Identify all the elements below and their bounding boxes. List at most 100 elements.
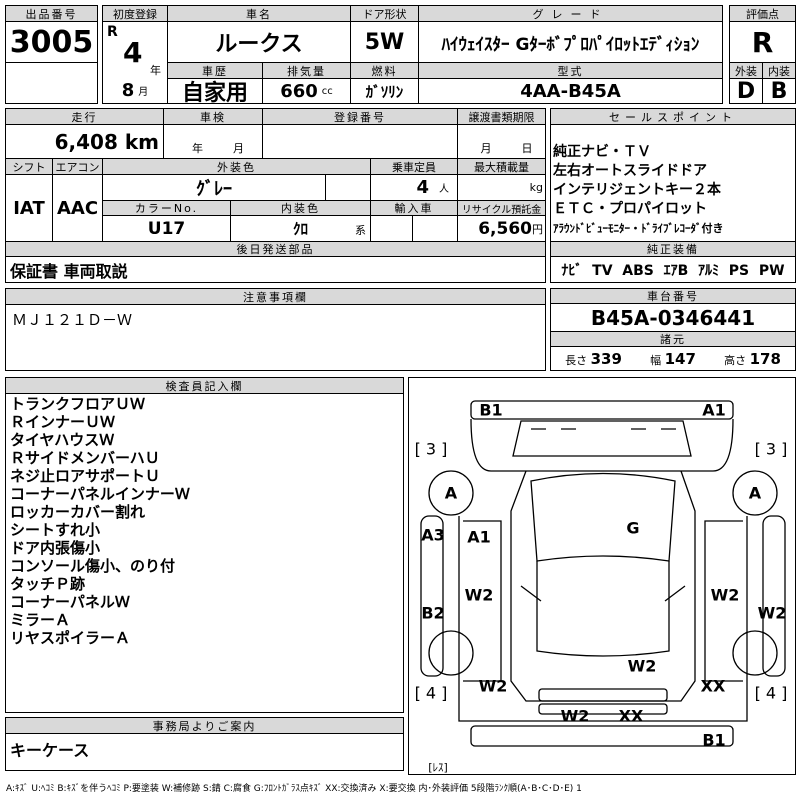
inspector-item: コーナーパネルＷ [10,593,130,611]
max-load-unit: kg [457,174,546,201]
damage-mark: G [626,518,640,538]
inspector-item: ＲインナーＵＷ [10,413,116,431]
displacement: 660 [280,80,318,102]
later-parts-label: 後日発送部品 [5,241,546,257]
inspector-item: シートすれ小 [10,521,101,539]
length-label: 長さ [565,353,588,367]
inspector-item: ドア内張傷小 [10,539,101,557]
sales-point: ＥＴＣ・プロパイロット [553,201,707,217]
cc-unit: cc [321,85,333,97]
height-label: 高さ [724,353,747,367]
specs-label: 諸元 [550,331,796,347]
int-color-label: 内装色 [230,200,371,216]
history-label: 車歴 [167,62,263,79]
int-color: ｸﾛ [292,220,308,238]
damage-mark: W2 [464,585,494,605]
inspector-item: リヤスポイラーＡ [10,629,131,647]
car-name: ルークス [167,21,351,63]
sales-point: 左右オートスライドドア [553,163,707,179]
ext-color: ｸﾞﾚｰ [102,174,326,201]
inspector-notes: トランクフロアＵＷ ＲインナーＵＷ タイヤハウスＷ ＲサイドメンバーハＵ ネジ止… [5,393,404,713]
ext-color-extra [325,174,371,201]
inspector-item: タイヤハウスＷ [10,431,115,449]
damage-mark: W2 [710,585,740,605]
recycle-unit: 円 [532,222,543,236]
capacity-unit: 人 [439,184,449,195]
first-reg-year-cell: R 4 年 [102,21,168,79]
inspector-item: ネジ止ロアサポートＵ [10,467,161,485]
mileage-label: 走行 [5,108,164,125]
tire-tread-mark: [ 3 ] [754,439,788,459]
color-no: U17 [102,215,231,242]
month-unit: 月 [138,87,149,98]
damage-mark: A1 [702,400,726,420]
int-color-unit: 系 [355,224,366,237]
notes-label: 注意事項欄 [5,288,546,305]
width: 147 [664,349,696,368]
damage-mark: A [748,483,762,503]
later-parts: 保証書 車両取説 [5,256,546,283]
capacity: 4 [416,177,429,198]
inspector-item: タッチＰ跡 [10,575,86,593]
office-note: キーケース [5,733,404,771]
inspector-item: トランクフロアＵＷ [10,395,146,413]
damage-mark: A1 [467,527,491,547]
inspection-cell: 年月 [163,124,263,159]
inspector-item: ロッカーカバー割れ [10,503,146,521]
inspector-item: ＲサイドメンバーハＵ [10,449,160,467]
fuel: ｶﾞｿﾘﾝ [350,78,419,104]
rating: R [729,21,796,63]
damage-mark: W2 [478,676,508,696]
sales-point: インテリジェントキー２本 [553,182,721,198]
import-cell-1 [370,215,413,242]
car-name-label: 車名 [167,5,351,22]
length: 339 [590,349,622,368]
equipment-label: 純正装備 [550,241,796,257]
ext-rating-label: 外装 [729,62,763,79]
inspector-label: 検査員記入欄 [5,377,404,394]
office-label: 事務局よりご案内 [5,717,404,734]
tire-tread-mark: [ 3 ] [414,439,448,459]
era: R [107,24,118,40]
displacement-label: 排気量 [262,62,351,79]
first-reg-label: 初度登録 [102,5,168,22]
transfer-cell: 月日 [457,124,546,159]
sales-point: ｱﾗｳﾝﾄﾞﾋﾞｭｰﾓﾆﾀｰ・ﾄﾞﾗｲﾌﾞﾚｺｰﾀﾞ付き [553,222,724,235]
damage-mark: B1 [702,730,726,750]
door-type: 5W [350,21,419,63]
import-cell-2 [412,215,458,242]
grade: ﾊｲｳｪｲｽﾀｰ Gﾀｰﾎﾞﾌﾟﾛﾊﾟｲﾛｯﾄｴﾃﾞｨｼｮﾝ [418,21,723,63]
recycle: 6,560 [478,218,532,239]
rating-label: 評価点 [729,5,796,22]
sales-points-label: セールスポイント [550,108,796,125]
lot-number: 3005 [5,21,98,63]
max-load-label: 最大積載量 [457,158,546,175]
sales-point: 純正ナビ・ＴＶ [553,144,651,160]
notes: ＭＪ１２１Ｄ－Ｗ [5,304,546,371]
aircon-label: エアコン [52,158,103,175]
reg-no [262,124,458,159]
damage-diagram: B1 A1 [ 3 ] [ 3 ] A A G A3 A1 B2 W2 W2 W… [408,377,796,775]
aircon: AAC [52,174,103,242]
height: 178 [749,349,781,368]
damage-mark: B1 [479,400,503,420]
shift-label: シフト [5,158,53,175]
color-no-label: カラーNo. [102,200,231,216]
mileage: 6,408 km [5,124,164,159]
chassis-label: 車台番号 [550,288,796,304]
damage-mark: W2 [560,706,590,726]
fuel-label: 燃料 [350,62,419,79]
inspection-month-unit: 月 [233,142,244,155]
history: 自家用 [167,78,263,104]
damage-mark: A [444,483,458,503]
transfer-day-unit: 日 [521,142,533,155]
import-label: 輸入車 [370,200,458,216]
shift: IAT [5,174,53,242]
capacity-label: 乗車定員 [370,158,458,175]
grade-label: グレード [418,5,723,22]
damage-mark: XX [618,706,644,726]
specs: 長さ 339 幅 147 高さ 178 [550,346,796,371]
